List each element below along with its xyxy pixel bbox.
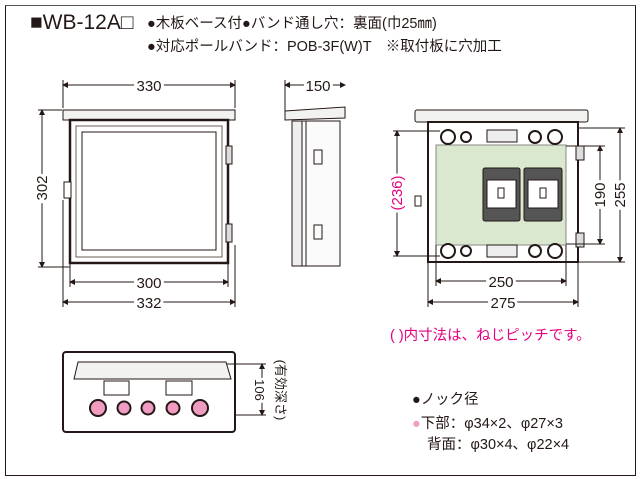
knockout-back: 背面：φ30×4、φ22×4	[427, 437, 570, 453]
breaker-right	[523, 167, 563, 222]
side-view	[284, 80, 346, 267]
dim-255: 255	[612, 182, 629, 207]
dim-275: 275	[490, 295, 515, 312]
dim-106: 106	[252, 379, 267, 401]
knockout-title: ●ノック径	[412, 392, 479, 408]
dim-332: 332	[136, 295, 161, 312]
dim-150: 150	[305, 78, 330, 95]
pitch-note: ( )内寸法は、ねじピッチです。	[390, 328, 591, 344]
knockout-holes	[89, 399, 209, 417]
dim-302: 302	[34, 175, 51, 200]
pink-bullet-icon: ●	[412, 416, 421, 432]
knockout-bottom: 下部：φ34×2、φ27×3	[420, 416, 563, 432]
front-view	[38, 80, 236, 307]
breaker-left	[482, 167, 521, 222]
bottom-view	[62, 351, 266, 433]
model-title: ■WB-12A□	[30, 11, 134, 34]
figure-frame	[5, 5, 636, 476]
effective-depth-label: (有効深さ)	[273, 360, 288, 421]
inner-view	[393, 109, 625, 307]
spec-line-2: ●対応ポールバンド：POB-3F(W)T ※取付板に穴加工	[147, 39, 502, 55]
dim-300: 300	[136, 275, 161, 292]
spec-line-1: ●木板ベース付●バンド通し穴：裏面(巾25㎜)	[147, 16, 437, 32]
dim-330: 330	[136, 78, 161, 95]
dim-250: 250	[488, 274, 513, 291]
dim-236: (236)	[389, 175, 406, 210]
dim-190: 190	[592, 182, 609, 207]
